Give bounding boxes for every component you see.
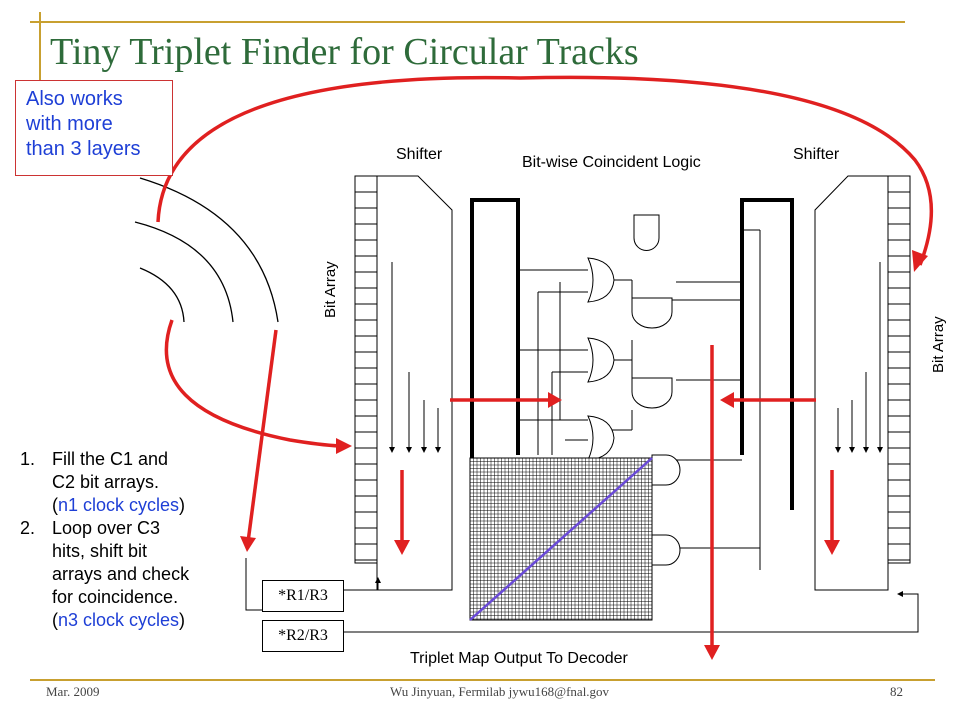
register-r2-r3: *R2/R3: [262, 620, 344, 652]
bus-lines: [470, 198, 794, 590]
shift-arrows-left: [389, 262, 441, 453]
step-line: arrays and check: [52, 564, 190, 584]
step-number: 1.: [20, 449, 36, 469]
step-number: 2.: [20, 518, 36, 538]
step-line: Loop over C3: [52, 518, 161, 538]
steps-list: 1. Fill the C1 and C2 bit arrays. (n1 cl…: [14, 448, 244, 632]
track-arcs: [134, 177, 279, 323]
left-bit-cells: [355, 175, 377, 561]
note-line: than 3 layers: [26, 138, 141, 160]
note-line: with more: [26, 113, 113, 135]
note-line: Also works: [26, 88, 123, 110]
and-gate-icon: [633, 214, 660, 251]
slide-title: Tiny Triplet Finder for Circular Tracks: [50, 31, 639, 73]
step-item: 2. Loop over C3 hits, shift bit arrays a…: [14, 517, 244, 632]
or-gate-icon: [587, 337, 615, 383]
step-line: (n3 clock cycles): [52, 610, 186, 630]
or-gate-icon: [587, 257, 615, 303]
bit-array-left-label: Bit Array: [322, 261, 339, 318]
step-line: Fill the C1 and: [52, 449, 169, 469]
and-gate-icon: [651, 454, 681, 486]
step-line: for coincidence.: [52, 587, 179, 607]
note-box: Also works with more than 3 layers: [15, 80, 173, 176]
register-r1-r3: *R1/R3: [262, 580, 344, 612]
step-highlight: n3 clock cycles: [58, 610, 180, 630]
step-line: (n1 clock cycles): [52, 495, 186, 515]
coincident-logic-label: Bit-wise Coincident Logic: [522, 154, 701, 171]
triplet-map-grid: [469, 457, 653, 621]
output-label: Triplet Map Output To Decoder: [410, 650, 628, 667]
and-gate-icon: [631, 377, 673, 409]
shift-arrows-right: [835, 262, 883, 453]
right-bit-cells: [888, 175, 910, 561]
step-line: hits, shift bit: [52, 541, 148, 561]
and-gate-icon: [651, 534, 681, 566]
footer-author: Wu Jinyuan, Fermilab jywu168@fnal.gov: [390, 684, 610, 699]
or-gate-icon: [587, 415, 615, 461]
shifter-right-label: Shifter: [793, 146, 840, 163]
and-gate-icon: [631, 297, 673, 329]
arrow-icon: [240, 250, 928, 660]
step-item: 1. Fill the C1 and C2 bit arrays. (n1 cl…: [14, 448, 244, 517]
footer-page-number: 82: [890, 684, 903, 699]
register-feedback-wire: [245, 558, 919, 633]
footer-date: Mar. 2009: [46, 684, 100, 699]
shifter-left-label: Shifter: [396, 146, 443, 163]
bit-array-right-label: Bit Array: [930, 316, 947, 373]
step-highlight: n1 clock cycles: [58, 495, 180, 515]
red-arrows: [156, 75, 934, 648]
step-line: C2 bit arrays.: [52, 472, 160, 492]
